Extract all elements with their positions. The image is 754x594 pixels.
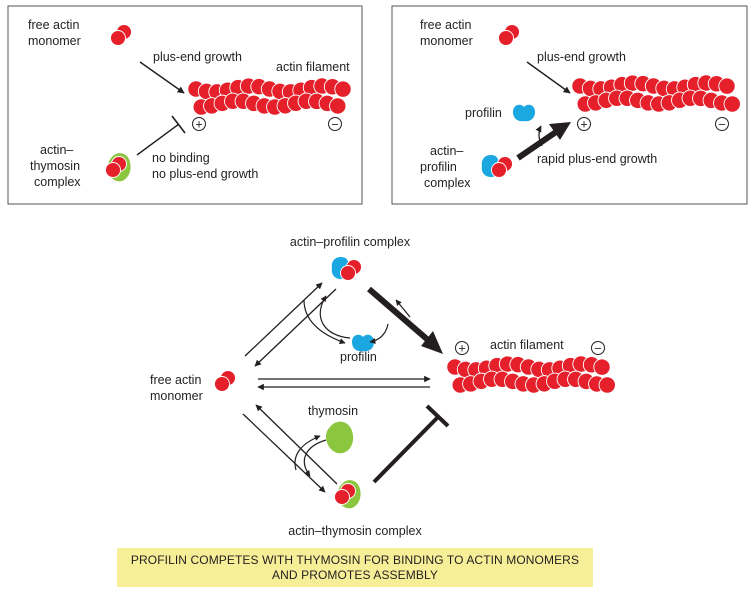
panel-right-frame (391, 5, 748, 205)
actin-subunit (498, 30, 514, 46)
actin-filament (571, 74, 741, 113)
caption-line-2: AND PROMOTES ASSEMBLY (272, 567, 438, 582)
panel-profilin-promoting: free actin monomer plus-end growth + − p… (391, 5, 748, 205)
profilin-icon (352, 334, 374, 352)
profilin-label: profilin (465, 106, 502, 120)
fast-assembly-arrow (367, 286, 430, 343)
actin-subunit (723, 95, 741, 113)
actin-monomer-icon (334, 483, 356, 505)
actin-profilin-complex-label: actin– profilin complex (420, 144, 471, 190)
thymosin-block-bar (425, 404, 450, 428)
actin-filament-label: actin filament (276, 60, 350, 74)
profilin-return-curve (369, 323, 389, 344)
thymosin-block-line (372, 415, 440, 484)
actin-monomer-icon (340, 259, 362, 281)
actin-profilin-complex-icon (481, 155, 513, 178)
actin-thymosin-complex-icon (105, 153, 131, 182)
thymosin-label: thymosin (308, 404, 358, 418)
arrow-monomer-to-profilin-complex (244, 282, 323, 357)
actin-filament (446, 355, 616, 394)
actin-thymosin-complex-icon (334, 480, 361, 509)
actin-subunit (214, 376, 230, 392)
profilin-icon (513, 104, 535, 122)
thymosin-binding-curve (303, 439, 327, 477)
actin-filament (187, 77, 352, 116)
plus-end-marker (577, 117, 591, 131)
plus-end-marker (192, 117, 206, 131)
free-monomer-label: free actin monomer (420, 18, 475, 48)
profilin-shape (352, 334, 374, 352)
actin-thymosin-complex-title: actin–thymosin complex (288, 524, 422, 538)
actin-subunit (593, 358, 611, 376)
growth-arrow (526, 61, 571, 94)
actin-subunit (110, 30, 126, 46)
free-monomer-label: free actin monomer (150, 373, 205, 403)
plus-sign: + (458, 342, 465, 356)
competition-cycle: actin–profilin complex profilin free act… (150, 235, 616, 538)
profilin-shape (513, 104, 535, 122)
actin-subunit (329, 97, 347, 115)
actin-profilin-complex-title: actin–profilin complex (290, 235, 411, 249)
actin-filament-label: actin filament (490, 338, 564, 352)
actin-thymosin-complex-label: actin– thymosin complex (30, 143, 84, 189)
minus-sign: − (594, 342, 601, 356)
actin-subunit (491, 162, 507, 178)
panel-left-frame (7, 5, 363, 205)
growth-arrow (139, 61, 185, 94)
actin-subunit (334, 489, 350, 505)
actin-monomer-icon (110, 24, 132, 46)
actin-monomer-icon (498, 24, 520, 46)
block-line (136, 123, 180, 156)
disassembly-arrow (395, 299, 411, 318)
free-monomer-label: free actin monomer (28, 18, 83, 48)
profilin-label: profilin (340, 350, 377, 364)
actin-profilin-complex-icon (331, 257, 362, 281)
block-bar (171, 115, 186, 134)
plus-sign: + (195, 118, 202, 132)
rapid-growth-arrowhead (549, 122, 571, 140)
fast-assembly-arrowhead (421, 331, 443, 354)
actin-subunit (340, 265, 356, 281)
minus-end-marker (715, 117, 729, 131)
actin-subunit (334, 80, 352, 98)
rapid-growth-arrow (516, 129, 558, 161)
actin-monomer-icon (105, 156, 127, 178)
plus-end-marker (455, 341, 469, 355)
arrow-thymosin-complex-to-monomer (255, 404, 338, 485)
caption-line-1: PROFILIN COMPETES WITH THYMOSIN FOR BIND… (130, 552, 580, 567)
profilin-release-curve (303, 299, 346, 344)
actin-subunit (718, 77, 736, 95)
panel-thymosin-blocking: free actin monomer plus-end growth actin… (7, 5, 363, 205)
no-binding-label: no binding no plus-end growth (152, 151, 258, 181)
actin-subunit (598, 376, 616, 394)
plus-end-growth-label: plus-end growth (537, 50, 626, 64)
profilin-binding-curve (319, 295, 351, 339)
minus-end-marker (591, 341, 605, 355)
minus-sign: − (718, 118, 725, 132)
rapid-growth-label: rapid plus-end growth (537, 152, 657, 166)
caption-banner: PROFILIN COMPETES WITH THYMOSIN FOR BIND… (117, 548, 593, 587)
plus-sign: + (580, 118, 587, 132)
thymosin-icon (326, 421, 354, 454)
minus-end-marker (328, 117, 342, 131)
minus-sign: − (331, 118, 338, 132)
thymosin-release-curve (294, 435, 321, 471)
plus-end-growth-label: plus-end growth (153, 50, 242, 64)
actin-monomer-icon (214, 370, 236, 392)
arrow-monomer-to-thymosin-complex (242, 413, 326, 493)
actin-monomer-icon (491, 156, 513, 178)
actin-subunit (105, 162, 121, 178)
